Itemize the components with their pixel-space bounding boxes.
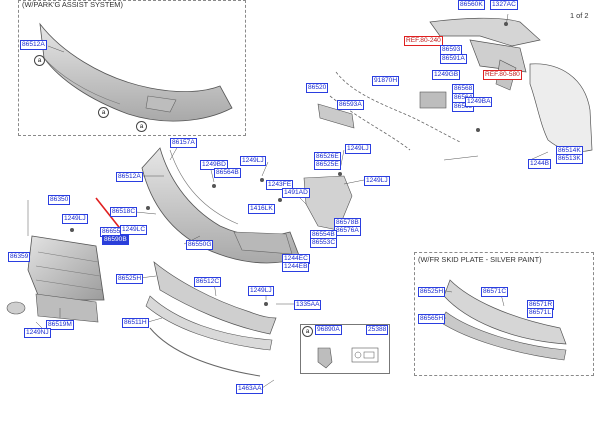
part-label[interactable]: 86525H: [116, 274, 144, 284]
section-title-skid-plate: (W/FR SKID PLATE - SILVER PAINT): [418, 255, 542, 264]
part-label[interactable]: 1335AA: [294, 300, 322, 310]
reference-label[interactable]: REF.80-580: [483, 70, 522, 80]
callout-a: a: [34, 55, 45, 66]
part-label[interactable]: 86569: [452, 102, 475, 112]
part-label[interactable]: 86571L: [527, 308, 554, 318]
part-label[interactable]: 1249GB: [432, 70, 461, 80]
reference-label[interactable]: REF.80-240: [404, 36, 443, 46]
part-label[interactable]: 86359: [8, 252, 31, 262]
label-sticker-icon: [351, 347, 379, 363]
part-label[interactable]: 1243FE: [266, 180, 294, 190]
part-label[interactable]: 86560K: [458, 0, 485, 10]
clip-inset-box: [300, 324, 390, 374]
part-label[interactable]: 96890A: [315, 325, 342, 335]
part-label[interactable]: 86576A: [334, 226, 361, 236]
skid-plate-section: [414, 252, 594, 376]
part-label[interactable]: 86512A: [20, 40, 47, 50]
part-label[interactable]: 86571C: [481, 287, 509, 297]
callout-a: a: [98, 107, 109, 118]
part-label[interactable]: 1249BD: [200, 160, 228, 170]
lower-bumper-trim: [145, 261, 277, 377]
part-label[interactable]: 86564B: [214, 168, 241, 178]
part-label[interactable]: 1249LJ: [345, 144, 371, 154]
callout-a: a: [302, 326, 313, 337]
part-label[interactable]: 86157A: [170, 138, 197, 148]
part-label[interactable]: 86512A: [116, 172, 143, 182]
part-label[interactable]: 86350: [48, 195, 71, 205]
parking-assist-section: [18, 0, 246, 136]
part-label[interactable]: 86511H: [122, 318, 149, 328]
part-label[interactable]: 1244B: [528, 159, 552, 169]
part-label[interactable]: 86565H: [418, 314, 446, 324]
part-label[interactable]: 1249LJ: [62, 214, 88, 224]
part-label[interactable]: 1244EB: [282, 262, 310, 272]
part-label[interactable]: 91870H: [372, 76, 400, 86]
part-label-highlighted[interactable]: 86590B: [102, 235, 129, 245]
part-label[interactable]: 86550G: [186, 240, 214, 250]
front-fender: [529, 63, 593, 152]
part-label[interactable]: 86518C: [110, 207, 138, 217]
part-label[interactable]: 86593A: [337, 100, 364, 110]
part-label[interactable]: 1249LJ: [240, 156, 266, 166]
part-label[interactable]: 1249LC: [120, 225, 148, 235]
part-label[interactable]: 86519M: [46, 320, 74, 330]
part-label[interactable]: 86553C: [310, 238, 338, 248]
part-label[interactable]: 1491AD: [282, 188, 310, 198]
parking-sensor-bracket: [317, 103, 355, 129]
bumper-cover-parking-assist: [39, 22, 233, 122]
part-label[interactable]: 25388: [366, 325, 389, 335]
skid-plate-parts: [439, 279, 567, 361]
part-label[interactable]: 1249NJ: [24, 328, 51, 338]
part-label[interactable]: 86512C: [194, 277, 222, 287]
part-label[interactable]: 86525H: [418, 287, 446, 297]
clip-icon: [317, 347, 333, 369]
lower-grille: [35, 293, 99, 323]
part-label[interactable]: 1463AA: [236, 384, 264, 394]
part-label[interactable]: 1249BA: [465, 97, 493, 107]
part-label[interactable]: 1416LK: [248, 204, 275, 214]
part-label[interactable]: 1327AC: [490, 0, 518, 10]
part-label[interactable]: 86591A: [440, 54, 467, 64]
part-label[interactable]: 1249LJ: [248, 286, 274, 296]
part-label[interactable]: 86525E: [314, 160, 341, 170]
callout-a: a: [136, 121, 147, 132]
page-indicator: 1 of 2: [570, 11, 589, 20]
part-label[interactable]: 86520: [306, 83, 329, 93]
section-title-parking-assist: (W/PARK'G ASSIST SYSTEM): [22, 0, 123, 9]
part-label[interactable]: 86513K: [556, 154, 583, 164]
part-label[interactable]: 1249LJ: [364, 176, 390, 186]
